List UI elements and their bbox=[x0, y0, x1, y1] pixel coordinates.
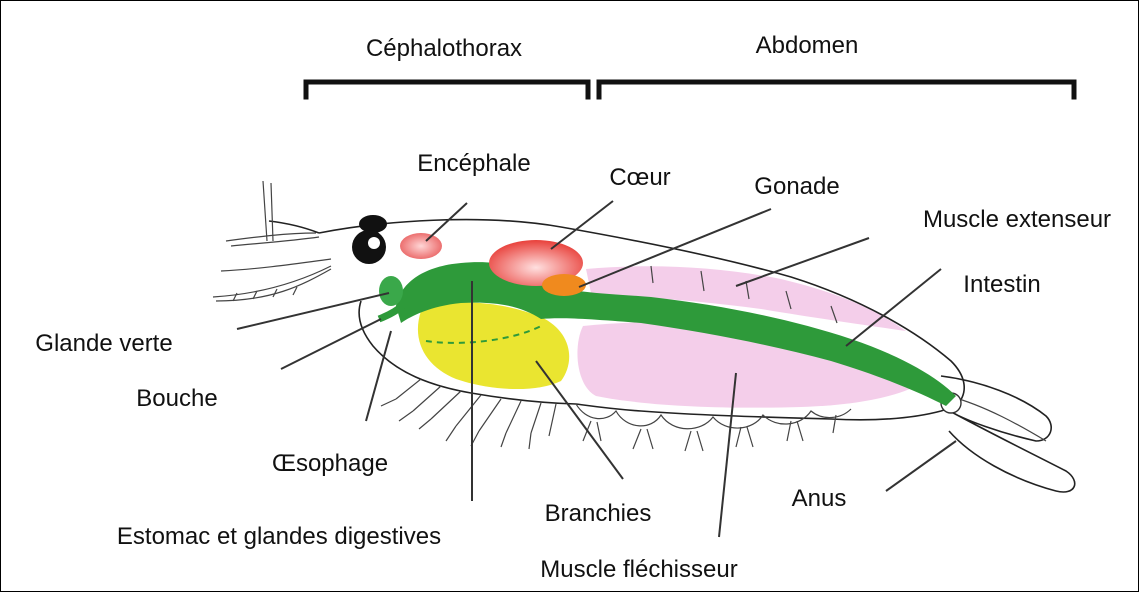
label-anus: Anus bbox=[792, 485, 847, 512]
label-glande-verte: Glande verte bbox=[35, 330, 172, 357]
glande-verte-region bbox=[379, 276, 403, 306]
label-muscle-extenseur: Muscle extenseur bbox=[923, 206, 1111, 233]
label-bouche: Bouche bbox=[136, 385, 217, 412]
eye bbox=[359, 215, 387, 233]
eye-stalk bbox=[352, 230, 386, 264]
label-intestin: Intestin bbox=[963, 271, 1040, 298]
label-estomac: Estomac et glandes digestives bbox=[117, 523, 441, 550]
gonad-region bbox=[542, 274, 586, 296]
label-branchies: Branchies bbox=[545, 500, 652, 527]
abdomen-label: Abdomen bbox=[756, 32, 859, 59]
antenna bbox=[213, 259, 331, 301]
rostrum bbox=[269, 221, 319, 233]
label-encephale: Encéphale bbox=[417, 150, 530, 177]
cephalothorax-bracket bbox=[306, 82, 588, 97]
label-gonade: Gonade bbox=[754, 173, 839, 200]
label-oesophage: Œsophage bbox=[272, 450, 388, 477]
cephalothorax-label: Céphalothorax bbox=[366, 35, 522, 62]
brain-region bbox=[400, 233, 442, 259]
label-muscle-flechisseur: Muscle fléchisseur bbox=[540, 556, 737, 583]
abdomen-bracket bbox=[599, 82, 1074, 97]
tail-fan bbox=[941, 376, 1075, 492]
label-coeur: Cœur bbox=[609, 164, 670, 191]
